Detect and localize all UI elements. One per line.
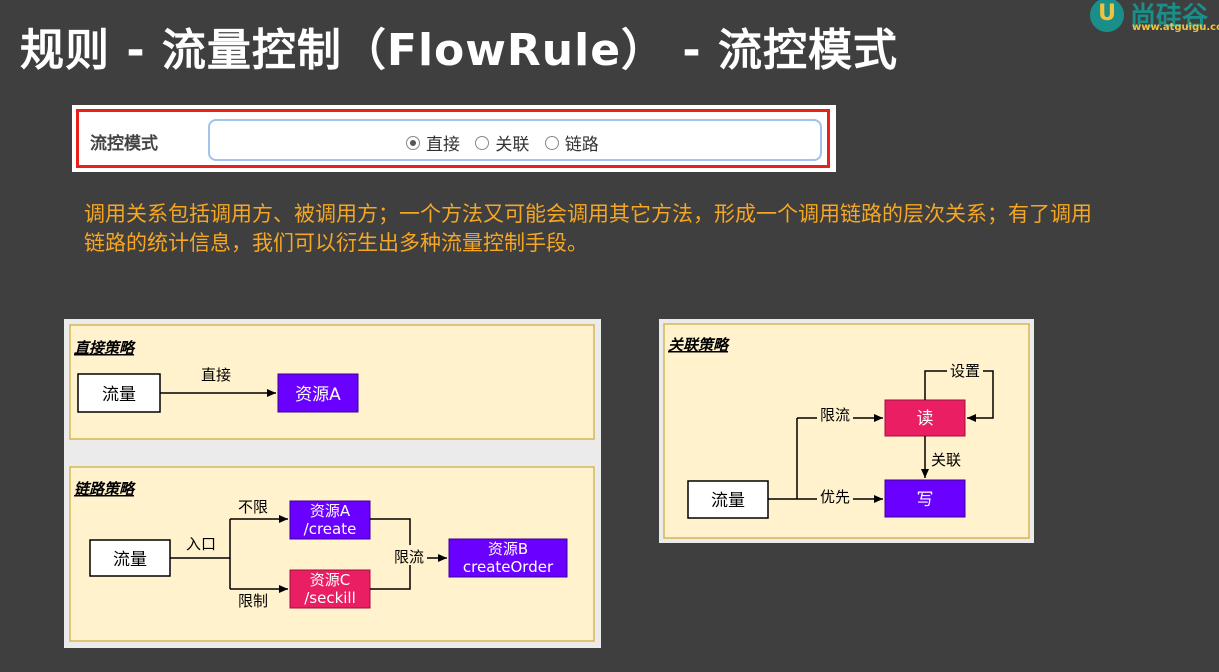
chain-node-a bbox=[289, 500, 371, 540]
radio-chain[interactable]: 链路 bbox=[544, 130, 599, 155]
assoc-relation-label: 关联 bbox=[931, 451, 961, 469]
assoc-set-loop bbox=[924, 370, 994, 422]
logo: U 尚硅谷 www.atguigu.com bbox=[1088, 0, 1219, 36]
assoc-priority-label: 优先 bbox=[820, 488, 850, 506]
highlight-frame bbox=[76, 109, 830, 168]
direct-edge-label: 直接 bbox=[201, 366, 231, 384]
logo-mark-icon: U bbox=[1090, 0, 1124, 32]
assoc-source-label: 流量 bbox=[711, 491, 745, 511]
assoc-heading: 关联策略 bbox=[668, 336, 730, 354]
assoc-set-label-bg bbox=[947, 361, 983, 381]
direct-target-node bbox=[277, 373, 359, 413]
chain-node-b bbox=[448, 538, 568, 578]
logo-brand: 尚硅谷 bbox=[1130, 2, 1209, 32]
assoc-set-label: 设置 bbox=[950, 362, 980, 380]
direct-chain-diagram: 直接策略 流量 直接 资源A 链路策略 流量 入口 不限 限制 资源A /cre… bbox=[64, 319, 601, 648]
flow-mode-label: 流控模式 bbox=[90, 134, 158, 154]
chain-bottom-edge-label: 限制 bbox=[238, 592, 268, 610]
flow-mode-panel: 流控模式 直接 关联 链路 bbox=[72, 105, 836, 172]
radio-direct-label: 直接 bbox=[426, 135, 460, 155]
direct-source-label: 流量 bbox=[102, 385, 136, 405]
direct-source-node bbox=[77, 373, 161, 413]
assoc-write-label: 写 bbox=[917, 490, 934, 510]
assoc-write-node bbox=[884, 479, 966, 518]
chain-node-a-line2: /create bbox=[304, 520, 357, 538]
chain-limit-label: 限流 bbox=[394, 548, 424, 566]
radio-associate[interactable]: 关联 bbox=[475, 130, 529, 155]
assoc-read-label: 读 bbox=[917, 409, 934, 429]
chain-node-c-line2: /seckill bbox=[304, 589, 356, 607]
chain-node-c-line1: 资源C bbox=[310, 571, 350, 589]
radio-unchecked-icon bbox=[544, 136, 559, 150]
chain-node-b-line2: createOrder bbox=[463, 558, 554, 576]
assoc-limit-label-bg bbox=[817, 405, 853, 425]
direct-target-label: 资源A bbox=[295, 385, 341, 405]
chain-source-label: 流量 bbox=[113, 550, 147, 570]
assoc-limit-label: 限流 bbox=[820, 406, 850, 424]
logo-url: www.atguigu.com bbox=[1132, 22, 1219, 33]
association-diagram: 关联策略 流量 限流 优先 读 写 关联 设置 bbox=[659, 319, 1034, 543]
radio-chain-label: 链路 bbox=[564, 135, 599, 155]
chain-top-edge-label: 不限 bbox=[238, 498, 268, 516]
radio-unchecked-icon bbox=[475, 136, 490, 150]
slide-title: 规则 - 流量控制（FlowRule） - 流控模式 bbox=[20, 25, 898, 76]
assoc-read-node bbox=[884, 399, 966, 437]
radio-checked-icon bbox=[406, 136, 420, 150]
assoc-priority-label-bg bbox=[817, 487, 853, 507]
chain-node-a-line1: 资源A bbox=[310, 502, 351, 520]
radio-associate-label: 关联 bbox=[495, 135, 530, 155]
chain-limit-label-bg bbox=[391, 545, 427, 565]
chain-heading: 链路策略 bbox=[74, 480, 136, 498]
description-text: 调用关系包括调用方、被调用方；一个方法又可能会调用其它方法，形成一个调用链路的层… bbox=[84, 202, 1092, 255]
chain-node-b-line1: 资源B bbox=[488, 540, 528, 558]
assoc-source-node bbox=[687, 480, 769, 519]
direct-heading: 直接策略 bbox=[74, 339, 136, 357]
chain-entry-label: 入口 bbox=[186, 535, 216, 553]
flow-mode-radio-group: 直接 关联 链路 bbox=[208, 119, 822, 161]
chain-c-to-b-edge bbox=[370, 558, 411, 590]
radio-direct[interactable]: 直接 bbox=[406, 130, 460, 155]
